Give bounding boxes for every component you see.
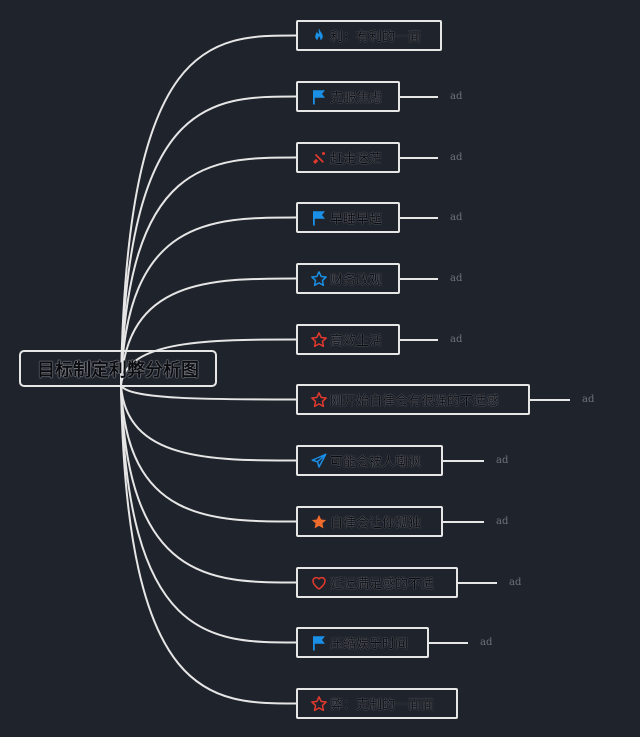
note-connector <box>429 641 468 644</box>
branch-label: 早睡早起 <box>330 212 383 227</box>
note-connector <box>400 277 438 280</box>
connector-line <box>120 216 297 386</box>
flag-icon <box>310 88 328 106</box>
note-connector <box>443 459 484 462</box>
connector-line <box>120 277 297 386</box>
branch-note: ad <box>496 454 509 466</box>
branch-node[interactable]: 财务改观 <box>296 263 400 294</box>
connector-line <box>120 95 297 386</box>
note-connector <box>458 581 497 584</box>
branch-label: 可能会被人嘲讽 <box>330 455 422 470</box>
fire-icon <box>310 27 328 45</box>
branch-node[interactable]: 压缩娱乐时间 <box>296 627 429 658</box>
connector-line <box>120 384 297 584</box>
branch-note: ad <box>450 272 463 284</box>
connector-line <box>120 384 297 401</box>
root-title: 目标制定利弊分析图 <box>37 359 199 381</box>
note-connector <box>400 216 438 219</box>
branch-label: 自律会让你孤独 <box>330 516 422 531</box>
branch-label: 压缩娱乐时间 <box>330 637 409 652</box>
branch-note: ad <box>496 515 509 527</box>
flag-icon <box>310 209 328 227</box>
branch-label: 赶走迷茫 <box>330 152 383 167</box>
branch-node[interactable]: 利：有利的一面 <box>296 20 442 51</box>
branch-note: ad <box>450 333 463 345</box>
heart-icon <box>310 574 328 592</box>
note-connector <box>443 520 484 523</box>
star-outline-icon <box>310 270 328 288</box>
branch-node[interactable]: 刚开始自律会有很强的不适感 <box>296 384 530 415</box>
root-node[interactable]: 目标制定利弊分析图 <box>19 350 217 387</box>
star-outline-icon <box>310 695 328 713</box>
branch-note: ad <box>450 90 463 102</box>
broom-icon <box>310 149 328 167</box>
branch-node[interactable]: 赶走迷茫 <box>296 142 400 173</box>
connector-line <box>120 34 297 386</box>
paper-plane-icon <box>310 452 328 470</box>
branch-label: 弊：克制的一面面 <box>330 698 435 713</box>
note-connector <box>400 95 438 98</box>
branch-node[interactable]: 弊：克制的一面面 <box>296 688 458 719</box>
connector-line <box>120 384 297 523</box>
flag-icon <box>310 634 328 652</box>
branch-note: ad <box>582 393 595 405</box>
branch-node[interactable]: 克服焦虑 <box>296 81 400 112</box>
branch-label: 延迟满足感的不适 <box>330 577 435 592</box>
note-connector <box>400 156 438 159</box>
connector-line <box>120 384 297 705</box>
branch-note: ad <box>450 151 463 163</box>
branch-node[interactable]: 自律会让你孤独 <box>296 506 443 537</box>
connector-line <box>120 338 297 386</box>
connector-line <box>120 384 297 462</box>
branch-label: 高效生活 <box>330 334 383 349</box>
note-connector <box>400 338 438 341</box>
connector-line <box>120 384 297 644</box>
branch-label: 利：有利的一面 <box>330 30 422 45</box>
branch-note: ad <box>450 211 463 223</box>
branch-node[interactable]: 早睡早起 <box>296 202 400 233</box>
star-outline-icon <box>310 391 328 409</box>
branch-note: ad <box>509 576 522 588</box>
branch-node[interactable]: 可能会被人嘲讽 <box>296 445 443 476</box>
connector-line <box>120 156 297 386</box>
branch-label: 刚开始自律会有很强的不适感 <box>330 394 500 409</box>
branch-note: ad <box>480 636 493 648</box>
star-outline-icon <box>310 331 328 349</box>
branch-label: 克服焦虑 <box>330 91 383 106</box>
branch-node[interactable]: 高效生活 <box>296 324 400 355</box>
star-filled-icon <box>310 513 328 531</box>
branch-node[interactable]: 延迟满足感的不适 <box>296 567 458 598</box>
branch-label: 财务改观 <box>330 273 383 288</box>
note-connector <box>530 398 570 401</box>
